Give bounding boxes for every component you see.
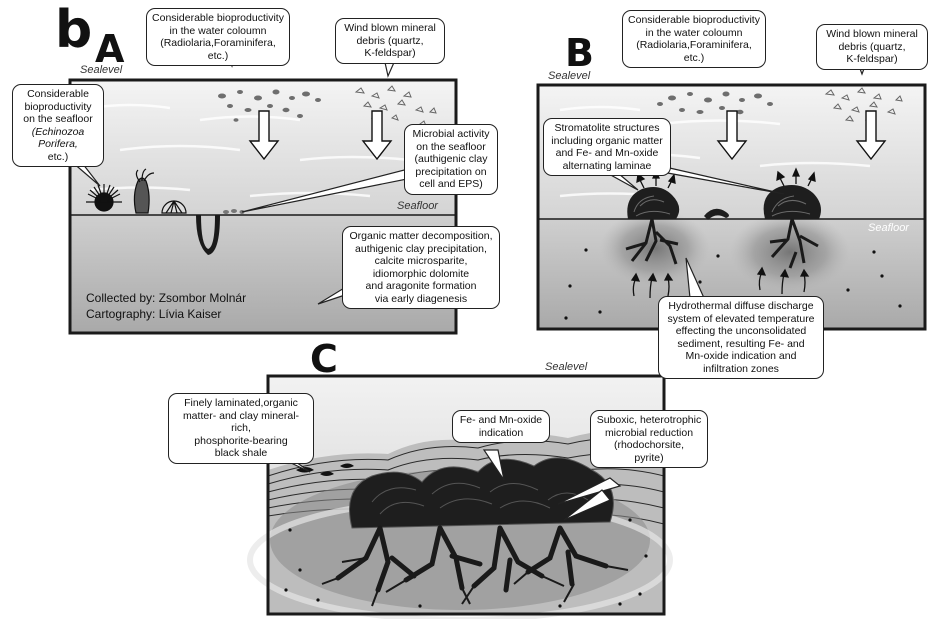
callout-water-bioproductivity-a: Considerable bioproductivity in the wate… (146, 8, 290, 66)
panel-b-seafloor-label: Seafloor (868, 222, 909, 234)
callout-black-shale: Finely laminated,organic matter- and cla… (168, 393, 314, 464)
callout-seafloor-bioproductivity: Considerable bioproductivity on the seaf… (12, 84, 104, 167)
callout-wind-debris-b: Wind blown mineral debris (quartz, K-fel… (816, 24, 928, 70)
credit-cartography: Cartography: Lívia Kaiser (86, 306, 221, 322)
panel-a-seafloor-label: Seafloor (397, 200, 438, 212)
callout-wind-debris-a: Wind blown mineral debris (quartz, K-fel… (335, 18, 445, 64)
panel-a-letter: A (95, 30, 124, 68)
panel-b-letter: B (565, 34, 594, 72)
callout-water-bioproductivity-b: Considerable bioproductivity in the wate… (622, 10, 766, 68)
figure-label: b (55, 4, 92, 56)
callout-suboxic-reduction: Suboxic, heterotrophic microbial reducti… (590, 410, 708, 468)
callout-hydrothermal-discharge: Hydrothermal diffuse discharge system of… (658, 296, 824, 379)
panel-b (538, 48, 925, 329)
panel-a-sealevel-label: Sealevel (80, 64, 122, 76)
credit-collected-by: Collected by: Zsombor Molnár (86, 290, 246, 306)
sponge-icon (134, 178, 149, 213)
panel-c-letter: C (310, 340, 338, 378)
panel-c-sealevel-label: Sealevel (545, 361, 587, 373)
panel-b-sealevel-label: Sealevel (548, 70, 590, 82)
callout-fe-mn-oxide: Fe- and Mn-oxide indication (452, 410, 550, 443)
callout-stromatolite-structures: Stromatolite structures including organi… (543, 118, 671, 176)
callout-microbial-activity: Microbial activity on the seafloor (auth… (404, 124, 498, 195)
callout-organic-decomposition: Organic matter decomposition, authigenic… (342, 226, 500, 309)
